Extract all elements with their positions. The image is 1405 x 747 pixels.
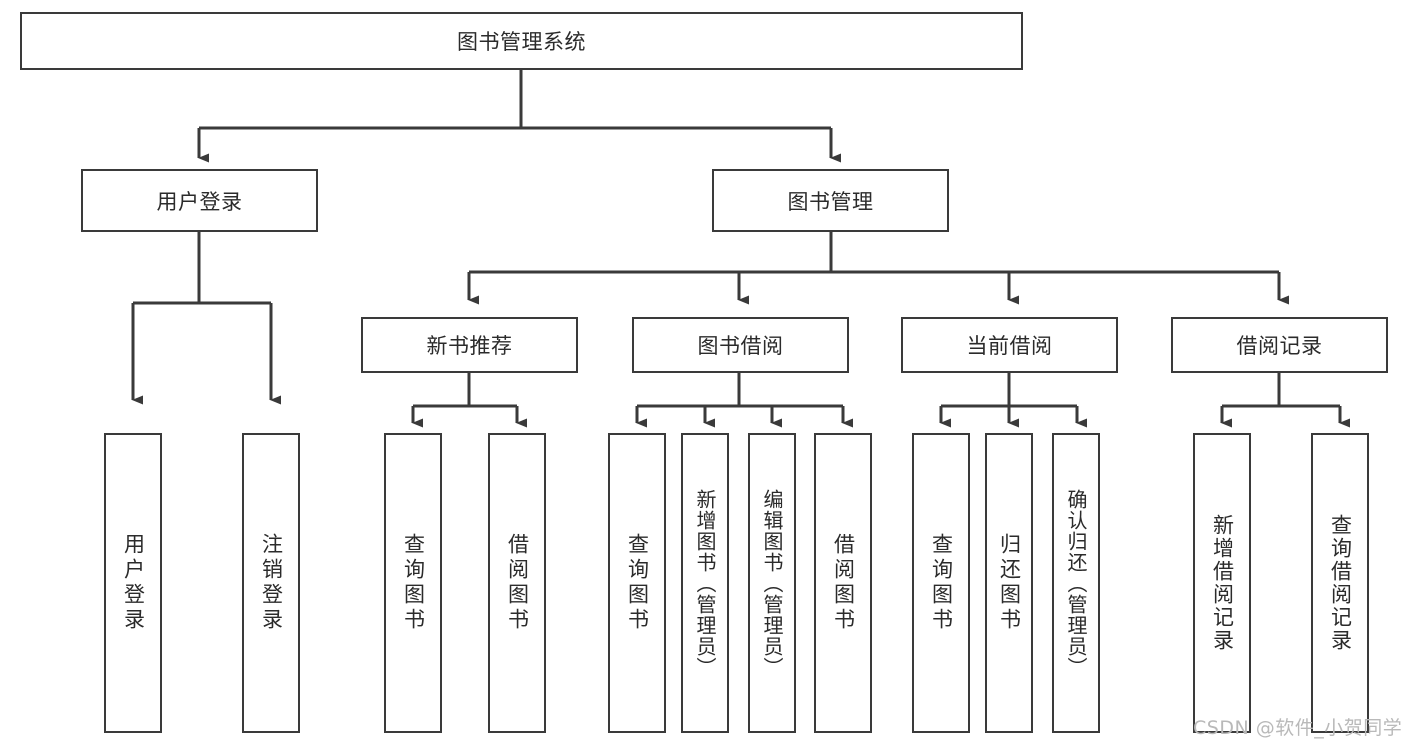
node-leaf-query-borrow-record[interactable]: 查询借阅记录 (1311, 433, 1369, 733)
node-user-login[interactable]: 用户登录 (81, 169, 318, 232)
node-leaf-borrow-book[interactable]: 借阅图书 (814, 433, 872, 733)
node-label: 图书借阅 (697, 334, 784, 358)
node-leaf-logout-login[interactable]: 注销登录 (242, 433, 300, 733)
node-label: 用户登录 (156, 189, 243, 214)
node-label: 借阅图书 (505, 533, 530, 633)
node-label: 确认归还（管理员） (1064, 488, 1088, 678)
node-leaf-borrow-book-recommend[interactable]: 借阅图书 (488, 433, 546, 733)
node-label: 借阅图书 (831, 533, 856, 633)
node-leaf-add-borrow-record[interactable]: 新增借阅记录 (1193, 433, 1251, 733)
node-label: 图书管理 (787, 189, 874, 214)
node-label: 新增图书（管理员） (693, 488, 717, 678)
node-leaf-edit-book[interactable]: 编辑图书（管理员） (748, 433, 796, 733)
node-root-system[interactable]: 图书管理系统 (20, 12, 1023, 70)
node-label: 查询图书 (929, 533, 954, 633)
node-label: 用户登录 (121, 533, 146, 633)
node-current-borrow[interactable]: 当前借阅 (901, 317, 1118, 373)
node-label: 编辑图书（管理员） (760, 488, 784, 678)
node-leaf-return-book[interactable]: 归还图书 (985, 433, 1033, 733)
node-label: 借阅记录 (1236, 334, 1323, 358)
node-new-book-recommend[interactable]: 新书推荐 (361, 317, 578, 373)
node-leaf-query-book-recommend[interactable]: 查询图书 (384, 433, 442, 733)
node-label: 图书管理系统 (457, 30, 586, 54)
node-label: 新增借阅记录 (1210, 514, 1235, 652)
node-book-manage[interactable]: 图书管理 (712, 169, 949, 232)
node-label: 归还图书 (997, 533, 1022, 633)
node-leaf-query-book-current[interactable]: 查询图书 (912, 433, 970, 733)
node-label: 新书推荐 (426, 334, 513, 358)
node-label: 注销登录 (259, 533, 284, 633)
node-label: 查询图书 (625, 533, 650, 633)
node-borrow-record[interactable]: 借阅记录 (1171, 317, 1388, 373)
node-leaf-user-login[interactable]: 用户登录 (104, 433, 162, 733)
node-leaf-query-book-borrow[interactable]: 查询图书 (608, 433, 666, 733)
node-leaf-confirm-return[interactable]: 确认归还（管理员） (1052, 433, 1100, 733)
node-label: 查询图书 (401, 533, 426, 633)
node-label: 当前借阅 (966, 334, 1053, 358)
node-leaf-add-book[interactable]: 新增图书（管理员） (681, 433, 729, 733)
node-book-borrow[interactable]: 图书借阅 (632, 317, 849, 373)
node-label: 查询借阅记录 (1328, 514, 1353, 652)
